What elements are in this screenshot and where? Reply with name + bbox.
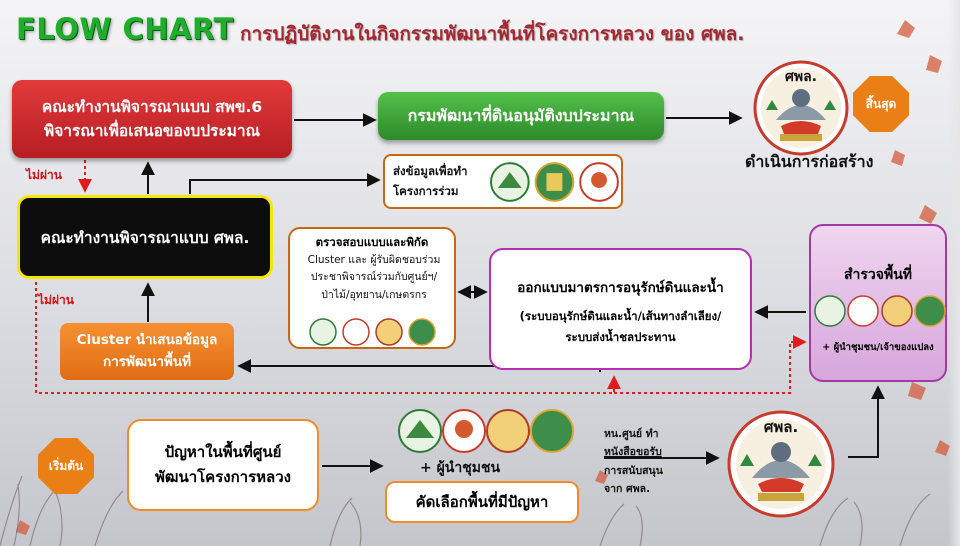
- end-label: สิ้นสุด: [865, 96, 897, 111]
- request-letter-note: หน.ศูนย์ ทำ หนังสือขอรับ การสนับสนุน จาก…: [604, 425, 714, 499]
- check-design-title: ตรวจสอบแบบและพิกัด: [315, 235, 429, 249]
- problem-area-box: ปัญหาในพื้นที่ศูนย์ พัฒนาโครงการหลวง: [127, 419, 319, 511]
- not-pass-label-1: ไม่ผ่าน: [26, 168, 62, 182]
- partner-logos-survey: [814, 295, 946, 327]
- design-body-line2: ระบบส่งน้ำชลประทาน: [565, 329, 676, 344]
- spl-seal-top: ศพล.: [753, 60, 849, 156]
- area-survey-title: สำรวจพื้นที่: [843, 267, 913, 283]
- royal-project-logo: [408, 318, 436, 346]
- spl-seal-top-text: ศพล.: [785, 69, 817, 85]
- ldd-budget-box: กรมพัฒนาที่ดินอนุมัติงบประมาณ: [378, 92, 664, 140]
- area-survey-box: สำรวจพื้นที่ + ผู้นำชุมชน/เจ้าของแปลง: [809, 224, 947, 382]
- community-leader-label: + ผู้นำชุมชน: [420, 460, 501, 476]
- spl-logo: [847, 295, 879, 327]
- check-body-line1: Cluster และ ผู้รับผิดชอบร่วม: [307, 254, 441, 266]
- cluster-present-line2: การพัฒนาพื้นที่: [103, 353, 191, 370]
- royal-seal-logo: [375, 318, 403, 346]
- ldd-budget-label: กรมพัฒนาที่ดินอนุมัติงบประมาณ: [407, 105, 635, 125]
- chart-subtitle: การปฏิบัติงานในกิจกรรมพัฒนาพื้นที่โครงกา…: [240, 23, 745, 45]
- spl-logo: [342, 318, 370, 346]
- cluster-present-box: Cluster นำเสนอข้อมูล การพัฒนาพื้นที่: [60, 323, 234, 380]
- cluster-present-line1: Cluster นำเสนอข้อมูล: [76, 331, 218, 348]
- ldd-logo: [814, 295, 846, 327]
- doc-line1: หน.ศูนย์ ทำ: [604, 428, 659, 440]
- send-data-line2: โครงการร่วม: [393, 183, 459, 198]
- end-octagon: สิ้นสุด: [853, 76, 909, 132]
- soil-water-design-body: (ระบบอนุรักษ์ดินและน้ำ/เส้นทางลำเลียง/ ร…: [491, 306, 750, 347]
- send-data-line1: ส่งข้อมูลเพื่อทำ: [393, 163, 468, 178]
- partner-logos-select: [398, 409, 574, 453]
- design-committee-center-box: คณะทำงานพิจารณาแบบ ศพล.: [17, 195, 273, 279]
- design-committee-center-label: คณะทำงานพิจารณาแบบ ศพล.: [40, 228, 250, 247]
- royal-project-logo: [530, 409, 574, 453]
- send-data-box: ส่งข้อมูลเพื่อทำ โครงการร่วม: [383, 154, 623, 209]
- problem-line1: ปัญหาในพื้นที่ศูนย์: [164, 443, 282, 462]
- construction-label: ดำเนินการก่อสร้าง: [745, 152, 874, 171]
- royal-seal-logo: [881, 295, 913, 327]
- doc-line3: การสนับสนุน: [604, 464, 663, 477]
- start-octagon: เริ่มต้น: [38, 438, 94, 494]
- right-edge-shade: [948, 0, 960, 546]
- design-committee-top-box: คณะทำงานพิจารณาแบบ สพข.6 พิจารณาเพื่อเสน…: [12, 80, 292, 158]
- royal-project-logo: [914, 295, 946, 327]
- spl-seal-bottom: ศพล.: [727, 410, 835, 518]
- select-area-box: คัดเลือกพื้นที่มีปัญหา: [385, 481, 579, 523]
- select-area-label: คัดเลือกพื้นที่มีปัญหา: [415, 493, 549, 511]
- dashed-to-survey: [614, 335, 807, 394]
- arrow-logo-to-survey: [848, 385, 885, 458]
- area-survey-sub: + ผู้นำชุมชน/เจ้าของแปลง: [822, 342, 934, 353]
- design-committee-top-line1: คณะทำงานพิจารณาแบบ สพข.6: [41, 97, 263, 116]
- royal-seal-logo: [486, 409, 530, 453]
- dashed-fail-loop: [35, 282, 621, 394]
- doc-line2: หนังสือขอรับ: [604, 446, 662, 459]
- ldd-logo: [309, 318, 337, 346]
- arrow-center-to-send: [189, 173, 381, 194]
- start-label: เริ่มต้น: [48, 458, 84, 473]
- design-body-line1: (ระบบอนุรักษ์ดินและน้ำ/เส้นทางลำเลียง/: [519, 309, 722, 323]
- doc-line4: จาก ศพล.: [604, 483, 651, 496]
- send-data-text: ส่งข้อมูลเพื่อทำ โครงการร่วม: [393, 162, 490, 201]
- check-body-line2: ประชาพิจารณ์ร่วมกับศูนย์ฯ/: [310, 271, 438, 284]
- partner-logos-check: [309, 318, 436, 346]
- not-pass-label-2: ไม่ผ่าน: [38, 293, 74, 307]
- design-committee-top-line2: พิจารณาเพื่อเสนอของบประมาณ: [43, 122, 260, 140]
- soil-water-design-title: ออกแบบมาตรการอนุรักษ์ดินและน้ำ: [517, 280, 724, 296]
- soil-water-design-box: ออกแบบมาตรการอนุรักษ์ดินและน้ำ (ระบบอนุร…: [489, 248, 752, 370]
- check-design-box: ตรวจสอบแบบและพิกัด Cluster และ ผู้รับผิด…: [288, 227, 456, 349]
- check-body-line3: ป่าไม้/อุทยาน/เกษตรกร: [321, 288, 427, 301]
- partner-logos-send: [490, 161, 620, 202]
- spl-seal-bottom-text: ศพล.: [764, 418, 798, 436]
- problem-line2: พัฒนาโครงการหลวง: [155, 468, 291, 486]
- chart-title: FLOW CHART: [16, 12, 234, 46]
- check-design-body: Cluster และ ผู้รับผิดชอบร่วม ประชาพิจารณ…: [294, 252, 454, 304]
